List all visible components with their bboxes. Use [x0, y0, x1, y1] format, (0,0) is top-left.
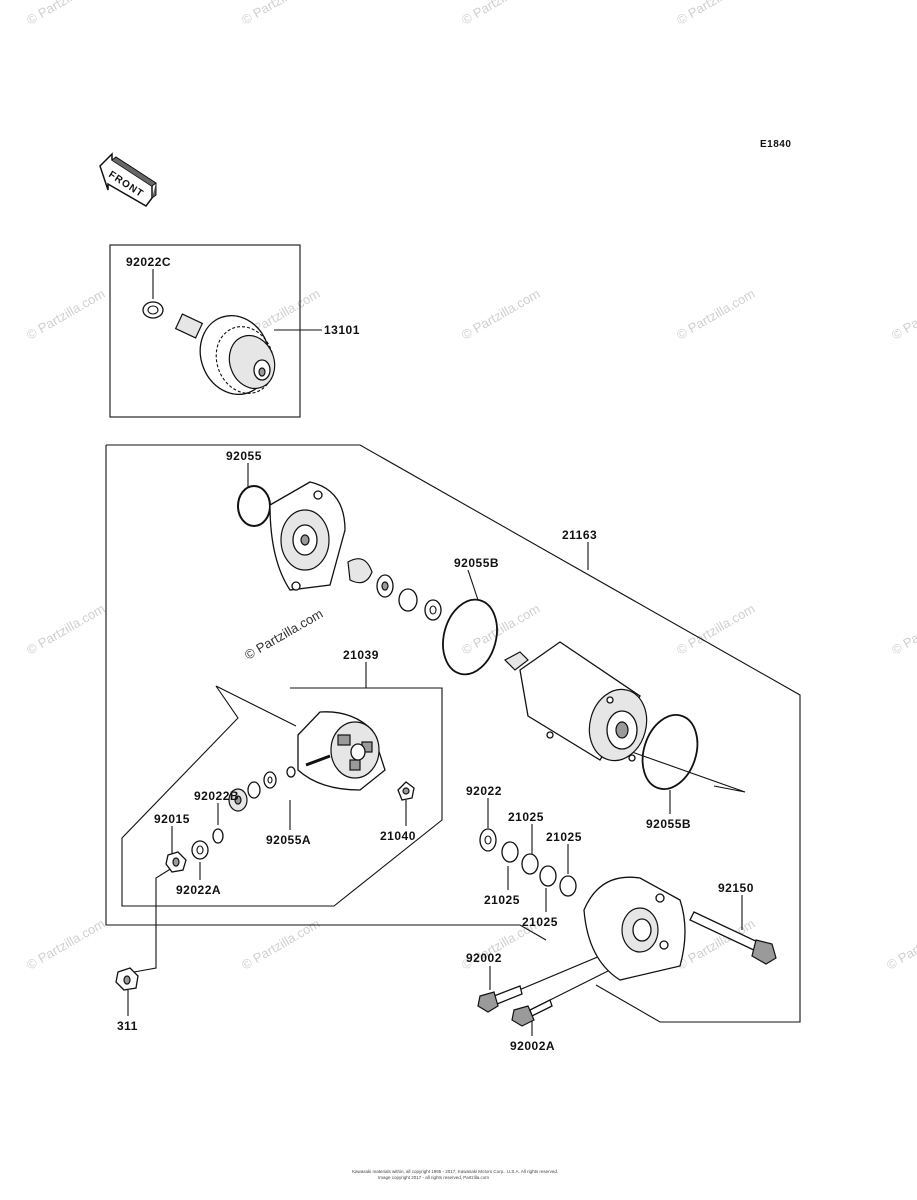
watermark: © Partzilla.com	[459, 0, 542, 28]
footer-copyright-image: Image copyright 2017 - all rights reserv…	[378, 1175, 489, 1180]
leader-lines	[127, 463, 746, 1036]
watermark: © Partzilla.com	[24, 286, 107, 343]
front-arrow-icon: FRONT	[99, 152, 157, 207]
watermark: © Partzilla.com	[239, 0, 322, 28]
watermark: © Partzilla.com	[24, 0, 107, 28]
part-label[interactable]: 92055B	[454, 556, 499, 570]
bolt-92002[interactable]	[477, 985, 523, 1013]
watermark: © Partzilla.com	[459, 286, 542, 343]
part-label[interactable]: 92002	[466, 951, 502, 965]
watermark: © Partzilla.com	[674, 0, 757, 28]
starter-motor-yoke[interactable]	[504, 641, 654, 767]
o-ring-92055[interactable]	[237, 485, 271, 527]
part-label[interactable]: 21025	[508, 810, 544, 824]
part-label[interactable]: 92022C	[126, 255, 171, 269]
part-label[interactable]: 13101	[324, 323, 360, 337]
shim-21025[interactable]	[539, 865, 557, 887]
washer-92022a[interactable]	[191, 840, 209, 860]
front-washers[interactable]	[347, 558, 442, 621]
part-label[interactable]: 21039	[343, 648, 379, 662]
starter-clutch-13101[interactable]	[174, 306, 283, 404]
terminal-21040[interactable]	[397, 781, 415, 801]
part-label[interactable]: 92022B	[194, 789, 239, 803]
part-label[interactable]: 21025	[522, 915, 558, 929]
watermark: © Partzilla.com	[24, 916, 107, 973]
part-label[interactable]: 21163	[562, 528, 597, 542]
rear-washers[interactable]	[479, 828, 577, 897]
watermark: © Partzilla.com	[889, 286, 917, 343]
o-ring-92055b-lower[interactable]	[634, 708, 707, 796]
washer-92022[interactable]	[479, 828, 497, 852]
starter-clutch-inset	[109, 244, 322, 418]
bolt-92002a[interactable]	[511, 999, 553, 1027]
watermark: © Partzilla.com	[674, 286, 757, 343]
front-cover[interactable]	[237, 481, 346, 591]
part-label[interactable]: 92055A	[266, 833, 311, 847]
bolt-92150[interactable]	[689, 911, 777, 965]
nut-311[interactable]	[115, 967, 139, 991]
o-ring-92055b-upper[interactable]	[435, 594, 505, 681]
part-label[interactable]: 92055	[226, 449, 262, 463]
nut-92015[interactable]	[165, 851, 187, 873]
part-label[interactable]: 92022	[466, 784, 502, 798]
part-label[interactable]: 92150	[718, 881, 754, 895]
part-label[interactable]: 92022A	[176, 883, 221, 897]
diagram-code: E1840	[760, 139, 791, 150]
part-label[interactable]: 92002A	[510, 1039, 555, 1053]
shim-21025[interactable]	[559, 875, 577, 897]
washer-92022b[interactable]	[212, 828, 224, 844]
brush-holder-21039[interactable]	[297, 711, 386, 791]
washer-92022c[interactable]	[142, 301, 164, 319]
part-labels: 92022C 13101 92055 21163 92055B 21039 92…	[117, 255, 754, 1053]
part-label[interactable]: 92015	[154, 812, 190, 826]
watermark: © Partzilla.com	[459, 601, 542, 658]
part-label[interactable]: 21025	[484, 893, 520, 907]
watermark: © Partzilla.com	[884, 916, 917, 973]
part-label[interactable]: 21040	[380, 829, 416, 843]
starter-motor-assembly-outline	[105, 444, 801, 1023]
watermark-center: © Partzilla.com	[242, 606, 325, 663]
terminal-washers[interactable]	[191, 766, 296, 860]
part-label[interactable]: 311	[117, 1019, 138, 1033]
washer-92055a[interactable]	[286, 766, 296, 778]
watermark: © Partzilla.com	[24, 601, 107, 658]
footer-copyright: Kawasaki materials within, all copyright…	[352, 1169, 558, 1174]
part-label[interactable]: 92055B	[646, 817, 691, 831]
part-label[interactable]: 21025	[546, 830, 582, 844]
watermark: © Partzilla.com	[674, 601, 757, 658]
shim-21025[interactable]	[501, 841, 519, 863]
shim-21025[interactable]	[521, 853, 539, 875]
watermark: © Partzilla.com	[239, 916, 322, 973]
watermark: © Partzilla.com	[889, 601, 917, 658]
end-cover[interactable]	[583, 876, 686, 981]
